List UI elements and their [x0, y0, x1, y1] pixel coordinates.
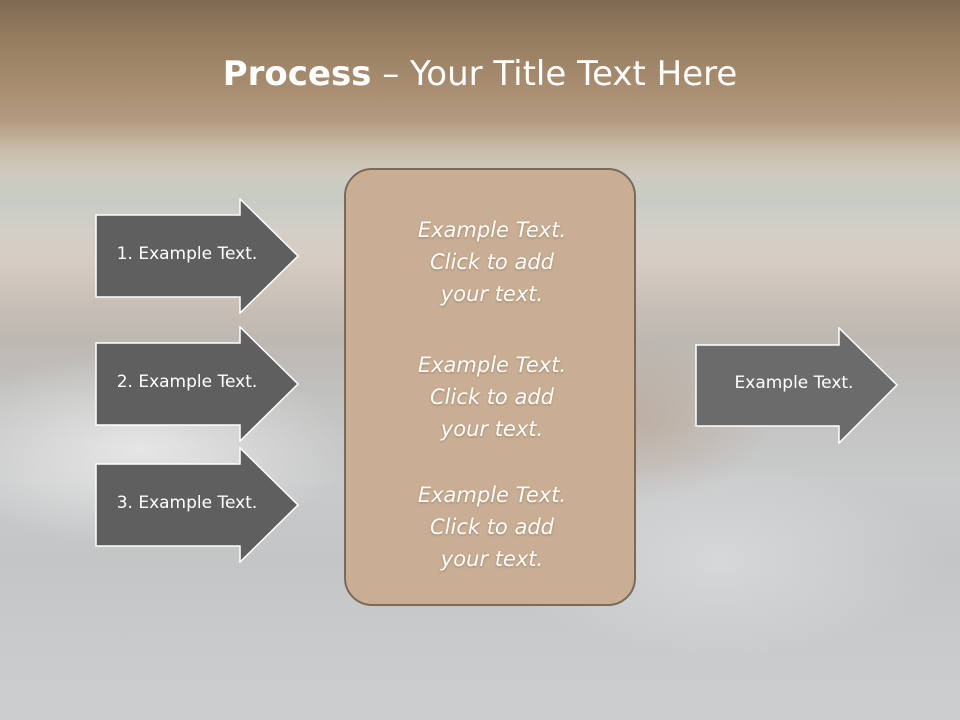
left-arrow-1[interactable]: 1. Example Text.	[95, 197, 300, 315]
arrow-shape-2	[95, 325, 300, 443]
center-block-2: Example Text. Click to add your text.	[346, 349, 638, 445]
left-arrow-3[interactable]: 3. Example Text.	[95, 446, 300, 564]
center-block-1: Example Text. Click to add your text.	[346, 214, 638, 310]
arrow-shape-3	[95, 446, 300, 564]
arrow-shape-1	[95, 197, 300, 315]
center-block-3: Example Text. Click to add your text.	[346, 479, 638, 575]
center-block-1-line-3: your text.	[440, 282, 544, 306]
center-block-1-line-1: Example Text.	[417, 218, 567, 242]
right-arrow-label: Example Text.	[734, 373, 854, 393]
center-block-2-line-2: Click to add	[429, 385, 554, 409]
right-arrow-shape	[695, 326, 899, 445]
left-arrow-label-2: 2. Example Text.	[116, 372, 258, 392]
left-arrow-2[interactable]: 2. Example Text.	[95, 325, 300, 443]
title-bold: Process	[222, 54, 372, 94]
right-arrow[interactable]: Example Text.	[695, 326, 900, 445]
slide-title[interactable]: Process – Your Title Text Here	[0, 52, 960, 96]
title-rest: – Your Title Text Here	[371, 54, 738, 94]
center-block-2-line-1: Example Text.	[417, 353, 567, 377]
center-block-3-line-1: Example Text.	[417, 483, 567, 507]
center-block-3-line-3: your text.	[440, 547, 544, 571]
center-text-box[interactable]: Example Text. Click to add your text. Ex…	[344, 168, 636, 606]
center-block-2-line-3: your text.	[440, 417, 544, 441]
center-block-1-line-2: Click to add	[429, 250, 554, 274]
left-arrow-label-3: 3. Example Text.	[116, 493, 258, 513]
left-arrow-label-1: 1. Example Text.	[116, 244, 258, 264]
center-block-3-line-2: Click to add	[429, 515, 554, 539]
